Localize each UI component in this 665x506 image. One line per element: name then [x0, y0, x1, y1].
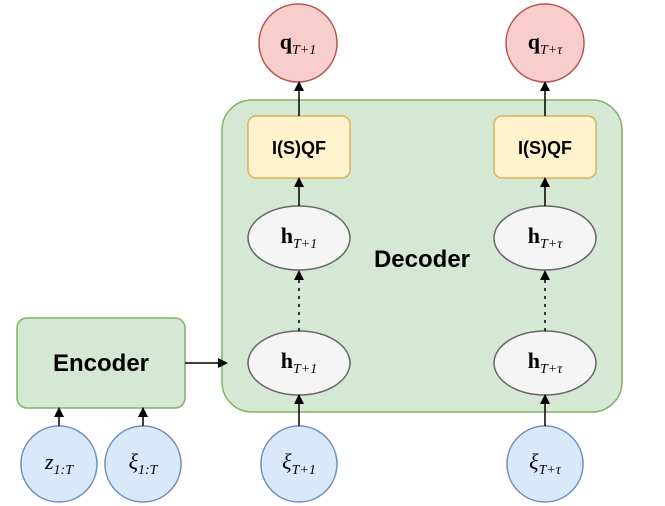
hidden-h-tau-lower-label: hT+τ [528, 348, 563, 377]
hidden-h-next-upper-label: hT+1 [281, 223, 317, 252]
iqf-label-tau: I(S)QF [518, 138, 572, 158]
decoder-label: Decoder [374, 246, 470, 273]
iqf-label-next: I(S)QF [272, 138, 326, 158]
output-q-tau-label: qT+τ [528, 29, 563, 58]
input-xi-next-label: ξT+1 [282, 449, 316, 478]
hidden-h-tau-upper-label: hT+τ [528, 223, 563, 252]
output-q-next-label: qT+1 [280, 29, 316, 58]
hidden-h-next-lower-label: hT+1 [281, 348, 317, 377]
input-xi-hist-label: ξ1:T [129, 449, 159, 478]
encoder-label: Encoder [53, 350, 149, 377]
input-xi-tau-label: ξT+τ [529, 449, 562, 478]
input-z-label: z1:T [44, 449, 74, 478]
